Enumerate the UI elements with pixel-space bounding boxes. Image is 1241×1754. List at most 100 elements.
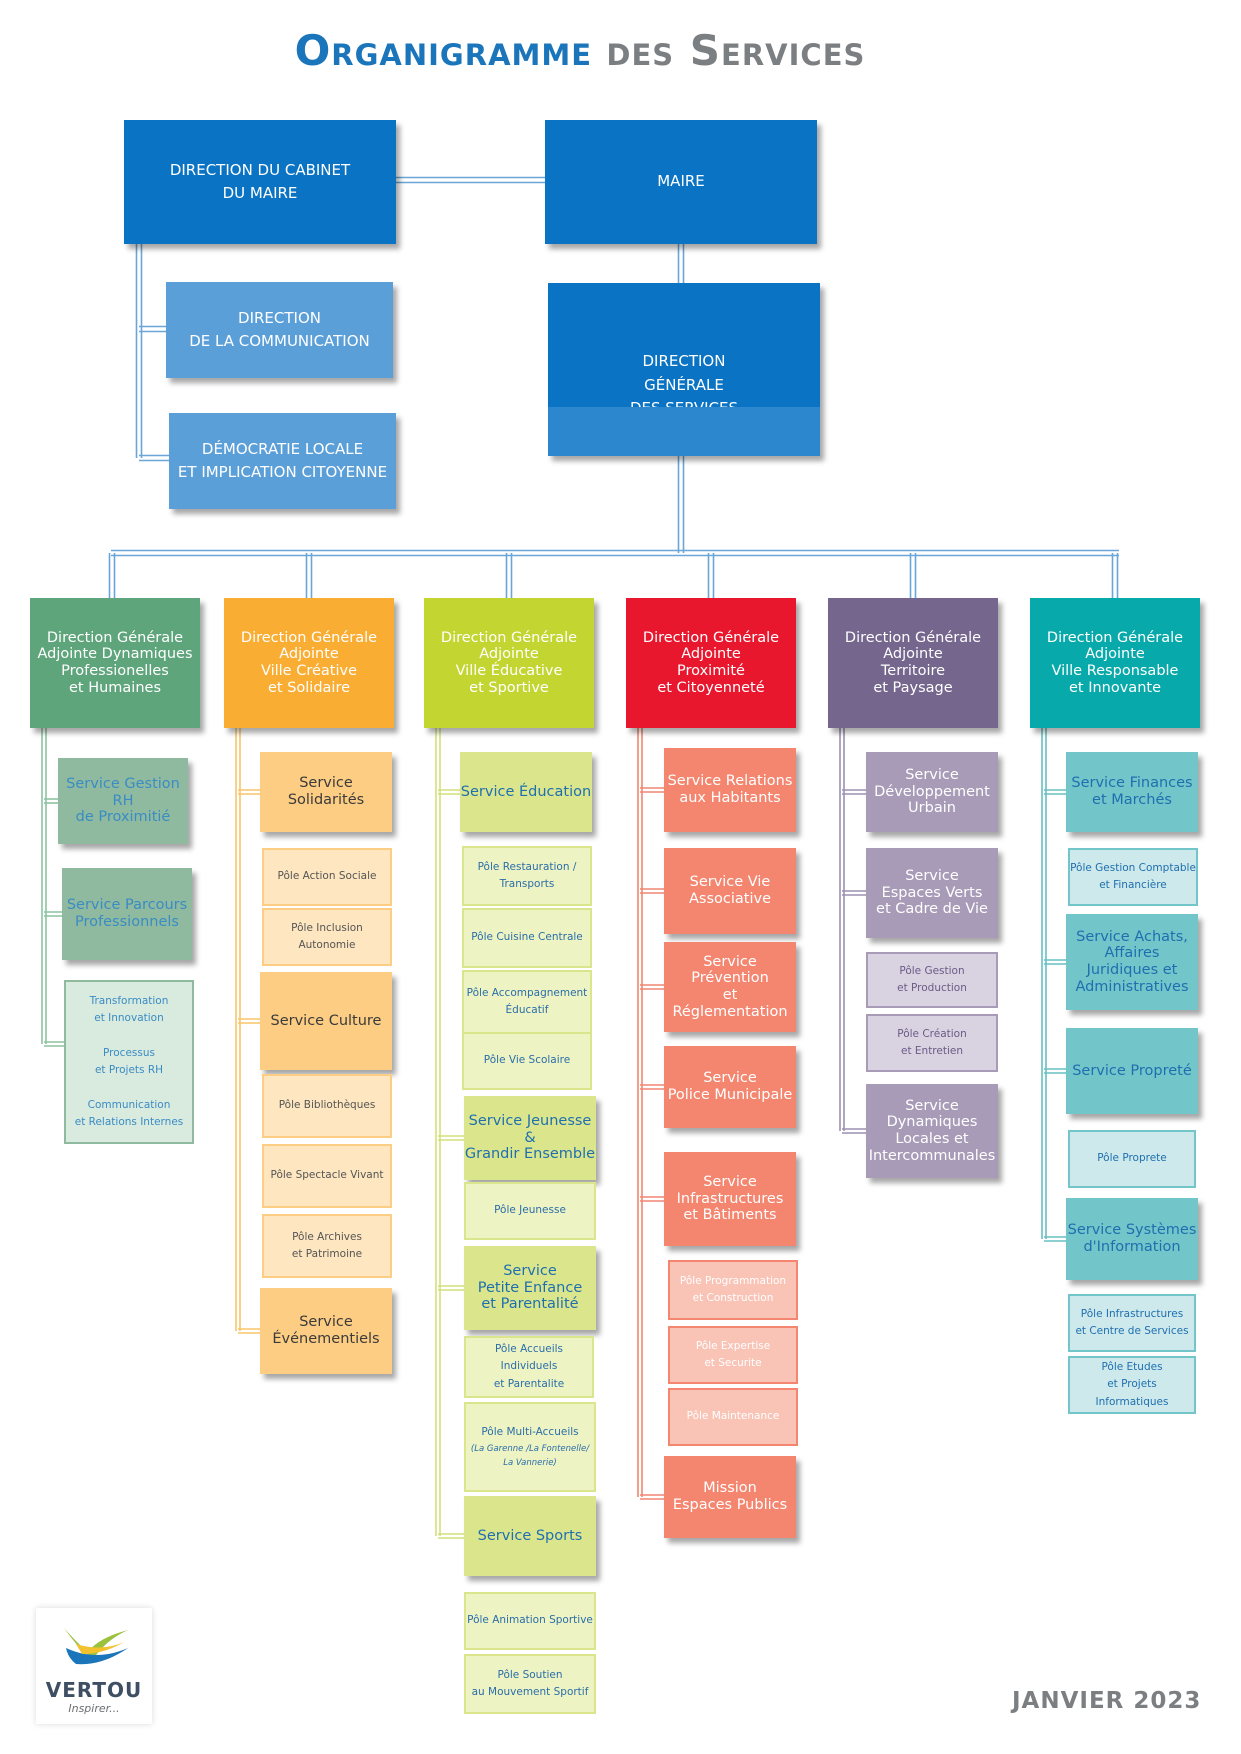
pole-box-3-10: Pôle Multi-Accueils (La Garenne /La Fonte…	[464, 1402, 596, 1492]
pole-box-3-5: Pôle Vie Scolaire	[462, 1032, 592, 1090]
pole-box-2-6: Pôle Spectacle Vivant	[262, 1144, 392, 1208]
service-box-2-8: Service Événementiels	[260, 1288, 392, 1374]
service-box-4-3: Service Prévention et Réglementation	[664, 942, 796, 1032]
title-part-1: Organigramme	[294, 26, 593, 75]
pole-box-6-2: Pôle Gestion Comptable et Financière	[1068, 848, 1198, 906]
direction-box-2: Direction Générale Adjointe Ville Créati…	[224, 598, 394, 728]
label: Pôle Soutien au Mouvement Sportif	[471, 1668, 589, 1698]
pole-box-6-7: Pôle Infrastructures et Centre de Servic…	[1068, 1294, 1196, 1352]
label: Pôle Animation Sportive	[467, 1614, 593, 1627]
label: Transformation et Innovation Processus e…	[74, 994, 184, 1128]
service-box-3-8: Service Petite Enfance et Parentalité	[464, 1246, 596, 1330]
pole-box-4-8: Pôle Maintenance	[668, 1388, 798, 1446]
label: Pôle Multi-Accueils	[481, 1426, 579, 1439]
label: Pôle Accompagnement Éducatif	[466, 986, 588, 1016]
service-box-5-5: Service Dynamiques Locales et Intercommu…	[866, 1084, 998, 1178]
label: Service Jeunesse & Grandir Ensemble	[464, 1112, 596, 1163]
pole-box-1-3: Transformation et Innovation Processus e…	[64, 980, 194, 1144]
pole-box-3-3: Pôle Cuisine Centrale	[462, 908, 592, 968]
logo-tagline: Inspirer...	[68, 1702, 120, 1715]
label: Pôle Inclusion Autonomie	[291, 921, 363, 951]
service-box-6-3: Service Achats, Affaires Juridiques et A…	[1066, 914, 1198, 1010]
service-box-1-1: Service Gestion RH de Proximitié	[58, 758, 188, 844]
date-label: JANVIER 2023	[1012, 1688, 1202, 1714]
label: Service Achats, Affaires Juridiques et A…	[1075, 928, 1189, 995]
label: Pôle Proprete	[1097, 1152, 1167, 1165]
label: Pôle Action Sociale	[277, 870, 377, 883]
label: Pôle Infrastructures et Centre de Servic…	[1075, 1307, 1189, 1337]
direction-box-4: Direction Générale Adjointe Proximité et…	[626, 598, 796, 728]
label: Service Sports	[477, 1527, 583, 1544]
pole-box-2-3: Pôle Inclusion Autonomie	[262, 908, 392, 966]
label: Service Systèmes d'Information	[1067, 1222, 1197, 1255]
service-box-6-1: Service Finances et Marchés	[1066, 752, 1198, 832]
service-box-3-11: Service Sports	[464, 1496, 596, 1576]
label: Service Culture	[270, 1012, 382, 1029]
label: Service Police Municipale	[667, 1070, 793, 1103]
communication-box: DIRECTION DE LA COMMUNICATION	[166, 282, 393, 378]
label: Service Événementiels	[272, 1314, 380, 1347]
service-box-4-1: Service Relations aux Habitants	[664, 748, 796, 832]
label: Pôle Programmation et Construction	[679, 1274, 787, 1304]
democratie-box: DÉMOCRATIE LOCALE ET IMPLICATION CITOYEN…	[169, 413, 396, 509]
label: Pôle Gestion Comptable et Financière	[1070, 861, 1196, 891]
label: Pôle Etudes et Projets Informatiques	[1095, 1361, 1169, 1408]
dgs-band	[548, 407, 820, 456]
label: Pôle Création et Entretien	[897, 1027, 967, 1057]
pole-box-6-5: Pôle Proprete	[1068, 1130, 1196, 1188]
label: Pôle Jeunesse	[494, 1204, 566, 1217]
pole-box-3-4: Pôle Accompagnement Éducatif	[462, 970, 592, 1034]
label: Service Propreté	[1072, 1062, 1192, 1079]
pole-box-5-3: Pôle Gestion et Production	[866, 952, 998, 1008]
title-part-2: des Services	[606, 26, 866, 75]
pole-box-5-4: Pôle Création et Entretien	[866, 1014, 998, 1072]
page-title: Organigramme des Services	[0, 22, 1160, 80]
label: Service Solidarités	[287, 775, 365, 808]
maire-box: MAIRE	[545, 120, 817, 244]
label-sub: (La Garenne /La Fontenelle/ La Vannerie)	[470, 1443, 590, 1468]
service-box-3-6: Service Jeunesse & Grandir Ensemble	[464, 1096, 596, 1180]
label: Pôle Accueils Individuels et Parentalite	[493, 1343, 565, 1390]
pole-box-3-12: Pôle Animation Sportive	[464, 1592, 596, 1650]
direction-box-5: Direction Générale Adjointe Territoire e…	[828, 598, 998, 728]
vertou-logo: VERTOU Inspirer...	[36, 1608, 152, 1724]
pole-box-4-6: Pôle Programmation et Construction	[668, 1260, 798, 1320]
label: Pôle Maintenance	[686, 1410, 780, 1423]
label: Service Parcours Professionnels	[66, 897, 188, 930]
label: Service Dynamiques Locales et Intercommu…	[868, 1097, 996, 1164]
pole-box-3-7: Pôle Jeunesse	[464, 1182, 596, 1240]
label: Pôle Gestion et Production	[897, 964, 967, 994]
label: Pôle Vie Scolaire	[483, 1054, 571, 1067]
service-box-1-2: Service Parcours Professionnels	[62, 868, 192, 960]
label: Pôle Restauration / Transports	[477, 860, 577, 890]
service-box-4-9: Mission Espaces Publics	[664, 1456, 796, 1538]
direction-box-1: Direction Générale Adjointe Dynamiques P…	[30, 598, 200, 728]
label: Service Espaces Verts et Cadre de Vie	[876, 867, 988, 918]
direction-box-3: Direction Générale Adjointe Ville Éducat…	[424, 598, 594, 728]
service-box-2-4: Service Culture	[260, 972, 392, 1070]
label: Service Éducation	[460, 783, 592, 800]
service-box-5-2: Service Espaces Verts et Cadre de Vie	[866, 848, 998, 938]
label: Service Petite Enfance et Parentalité	[477, 1262, 583, 1313]
pole-box-2-7: Pôle Archives et Patrimoine	[262, 1214, 392, 1278]
label: Pôle Cuisine Centrale	[471, 931, 583, 944]
service-box-5-1: Service Développement Urbain	[866, 752, 998, 832]
label: Pôle Spectacle Vivant	[270, 1169, 384, 1182]
label: Service Finances et Marchés	[1071, 775, 1193, 808]
dgs-box: DIRECTION GÉNÉRALE DES SERVICES	[548, 283, 820, 456]
vertou-emblem-icon	[64, 1628, 128, 1665]
service-box-3-1: Service Éducation	[460, 752, 592, 832]
pole-box-6-8: Pôle Etudes et Projets Informatiques	[1068, 1356, 1196, 1414]
pole-box-2-2: Pôle Action Sociale	[262, 848, 392, 906]
label: Pôle Expertise et Securite	[695, 1339, 771, 1369]
pole-box-3-13: Pôle Soutien au Mouvement Sportif	[464, 1654, 596, 1714]
service-box-2-1: Service Solidarités	[260, 752, 392, 832]
label: Pôle Archives et Patrimoine	[291, 1230, 363, 1260]
pole-box-4-7: Pôle Expertise et Securite	[668, 1326, 798, 1384]
service-box-4-5: Service Infrastructures et Bâtiments	[664, 1152, 796, 1246]
label: Service Infrastructures et Bâtiments	[676, 1173, 784, 1224]
pole-box-3-2: Pôle Restauration / Transports	[462, 846, 592, 906]
service-box-6-4: Service Propreté	[1066, 1028, 1198, 1114]
service-box-4-2: Service Vie Associative	[664, 848, 796, 934]
